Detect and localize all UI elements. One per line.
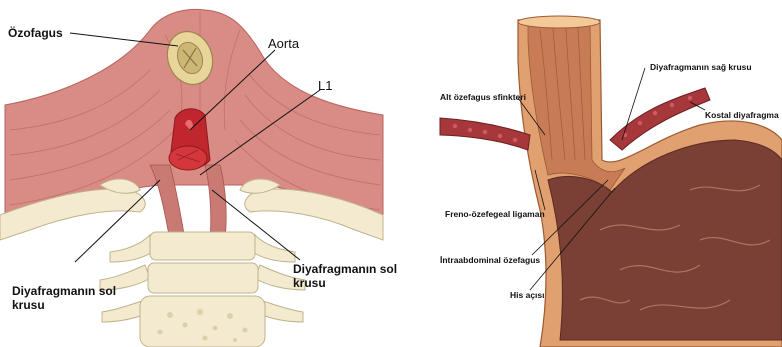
label-diyafragma-sol-krus-right: Diyafragmanın sol krusu bbox=[293, 262, 397, 290]
label-l1: L1 bbox=[318, 78, 332, 93]
label-diyafragma-sol-krus-left: Diyafragmanın sol krusu bbox=[12, 284, 116, 312]
label-alt-sfinkter: Alt özefagus sfinkteri bbox=[440, 92, 526, 102]
label-kostal-diyafragma: Kostal diyafragma bbox=[705, 110, 779, 120]
label-intraabdominal: İntraabdominal özefagus bbox=[440, 255, 540, 265]
label-his-acisi: His açısı bbox=[510, 290, 545, 300]
label-line: Diyafragmanın sol bbox=[12, 284, 116, 298]
esophagus-rim bbox=[518, 16, 600, 28]
aorta bbox=[169, 109, 210, 170]
vertebral-column bbox=[100, 232, 305, 347]
label-line: krusu bbox=[293, 276, 397, 290]
label-ozofagus: Özofagus bbox=[8, 26, 63, 40]
label-line: krusu bbox=[12, 298, 116, 312]
label-freno-ligaman: Freno-özefegeal ligaman bbox=[445, 209, 545, 219]
left-crus-segment bbox=[440, 118, 530, 150]
label-line: Diyafragmanın sol bbox=[293, 262, 397, 276]
label-sag-krus: Diyafragmanın sağ krusu bbox=[650, 62, 752, 72]
label-aorta: Aorta bbox=[268, 36, 299, 51]
